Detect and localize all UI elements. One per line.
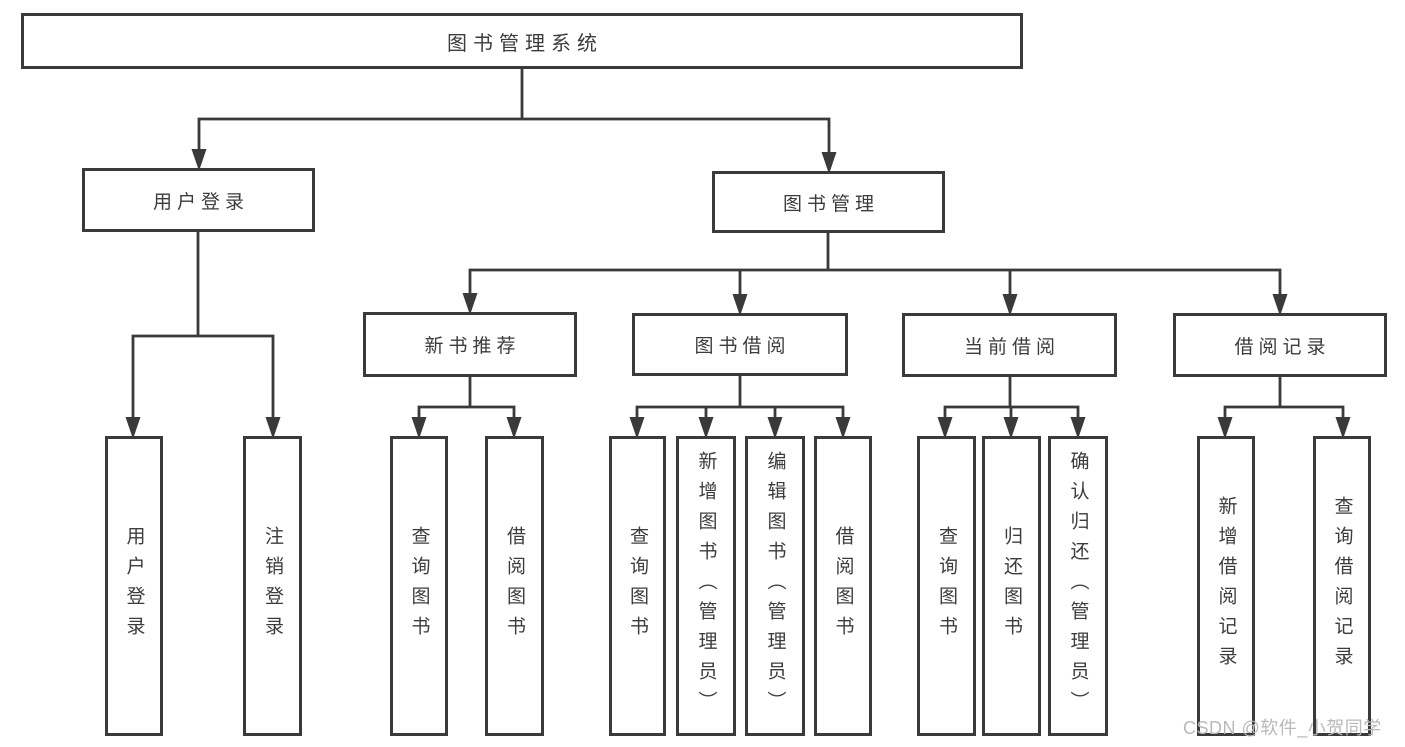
node-new-book-recommend-label: 新书推荐 — [424, 336, 521, 357]
node-current-borrowing-label: 当前借阅 — [963, 336, 1060, 358]
leaf-query-books-borrowing-label: 查询图书 — [627, 526, 648, 646]
leaf-confirm-return-admin-label: 确认归还（管理员） — [1067, 451, 1089, 721]
node-user-login: 用户登录 — [82, 168, 315, 232]
leaf-borrow-books-recommend-label: 借阅图书 — [504, 526, 525, 646]
leaf-query-books-recommend: 查询图书 — [390, 436, 448, 736]
leaf-query-borrow-record-label: 查询借阅记录 — [1331, 496, 1353, 676]
leaf-logout-label: 注销登录 — [262, 526, 283, 646]
node-root-label: 图书管理系统 — [447, 32, 603, 55]
leaf-return-books: 归还图书 — [982, 436, 1041, 736]
leaf-add-books-admin-label: 新增图书（管理员） — [695, 451, 717, 721]
node-book-management: 图书管理 — [712, 171, 945, 233]
leaf-confirm-return-admin: 确认归还（管理员） — [1048, 436, 1108, 736]
leaf-query-books-current: 查询图书 — [917, 436, 976, 736]
leaf-add-borrow-record: 新增借阅记录 — [1197, 436, 1255, 736]
node-borrowing-records: 借阅记录 — [1173, 313, 1387, 377]
leaf-user-login-label: 用户登录 — [123, 526, 145, 646]
leaf-logout: 注销登录 — [243, 436, 302, 736]
csdn-watermark: CSDN @软件_小贺同学 — [1183, 718, 1382, 738]
node-root: 图书管理系统 — [21, 13, 1023, 69]
leaf-add-books-admin: 新增图书（管理员） — [676, 436, 736, 736]
leaf-borrow-books-borrowing-label: 借阅图书 — [832, 526, 854, 646]
node-user-login-label: 用户登录 — [152, 191, 249, 213]
leaf-query-books-recommend-label: 查询图书 — [408, 526, 430, 646]
node-borrowing-records-label: 借阅记录 — [1234, 336, 1331, 358]
leaf-return-books-label: 归还图书 — [1001, 526, 1022, 646]
node-new-book-recommend: 新书推荐 — [363, 312, 577, 377]
node-book-management-label: 图书管理 — [782, 193, 879, 215]
leaf-add-borrow-record-label: 新增借阅记录 — [1215, 496, 1237, 676]
leaf-edit-books-admin: 编辑图书（管理员） — [745, 436, 805, 736]
node-book-borrowing-label: 图书借阅 — [694, 336, 791, 357]
node-book-borrowing: 图书借阅 — [632, 313, 848, 376]
leaf-borrow-books-borrowing: 借阅图书 — [814, 436, 872, 736]
leaf-query-borrow-record: 查询借阅记录 — [1313, 436, 1371, 736]
leaf-query-books-current-label: 查询图书 — [936, 526, 957, 646]
leaf-edit-books-admin-label: 编辑图书（管理员） — [764, 451, 786, 721]
node-current-borrowing: 当前借阅 — [902, 313, 1117, 377]
leaf-user-login: 用户登录 — [105, 436, 163, 736]
leaf-query-books-borrowing: 查询图书 — [609, 436, 666, 736]
leaf-borrow-books-recommend: 借阅图书 — [485, 436, 544, 736]
